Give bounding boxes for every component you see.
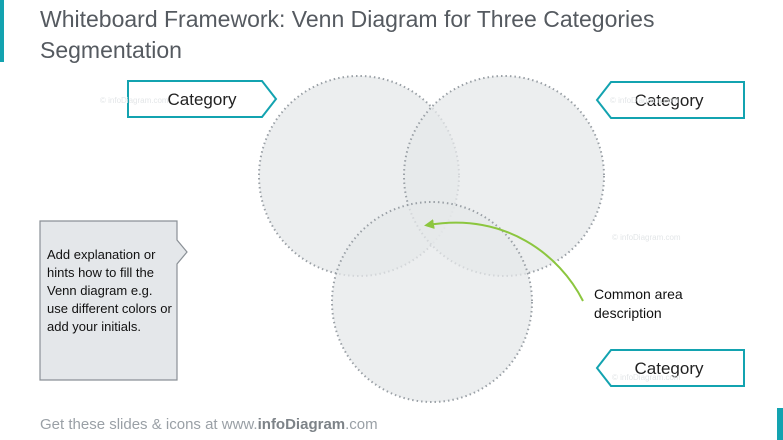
category-label-bottom-right: Category: [634, 359, 704, 378]
watermark-3: © infoDiagram.com: [612, 233, 681, 242]
watermark-4: © infoDiagram.com: [612, 373, 681, 382]
common-area-arrow: [424, 219, 584, 302]
corner-accent-bar: [777, 408, 783, 440]
hint-text: Add explanation or hints how to fill the…: [47, 247, 172, 334]
watermark-1: © infoDiagram.com: [100, 96, 169, 105]
category-tag-top-left[interactable]: [127, 80, 278, 118]
watermark-2: © infoDiagram.com: [610, 96, 679, 105]
footer: Get these slides & icons at www.infoDiag…: [40, 416, 378, 433]
venn-circle-bottom[interactable]: [331, 201, 533, 403]
title-accent-bar: [0, 0, 4, 62]
footer-suffix: .com: [345, 416, 378, 433]
page-title: Whiteboard Framework: Venn Diagram for T…: [40, 6, 655, 63]
footer-brand[interactable]: infoDiagram: [257, 416, 346, 433]
hint-note: [39, 220, 188, 381]
category-label-top-left: Category: [167, 90, 237, 109]
category-tag-bottom-right[interactable]: [595, 349, 745, 387]
footer-prefix: Get these slides & icons at www.: [40, 416, 258, 433]
common-area-description: Common area description: [594, 286, 683, 321]
category-label-top-right: Category: [634, 91, 704, 110]
category-tag-top-right[interactable]: [595, 81, 745, 119]
